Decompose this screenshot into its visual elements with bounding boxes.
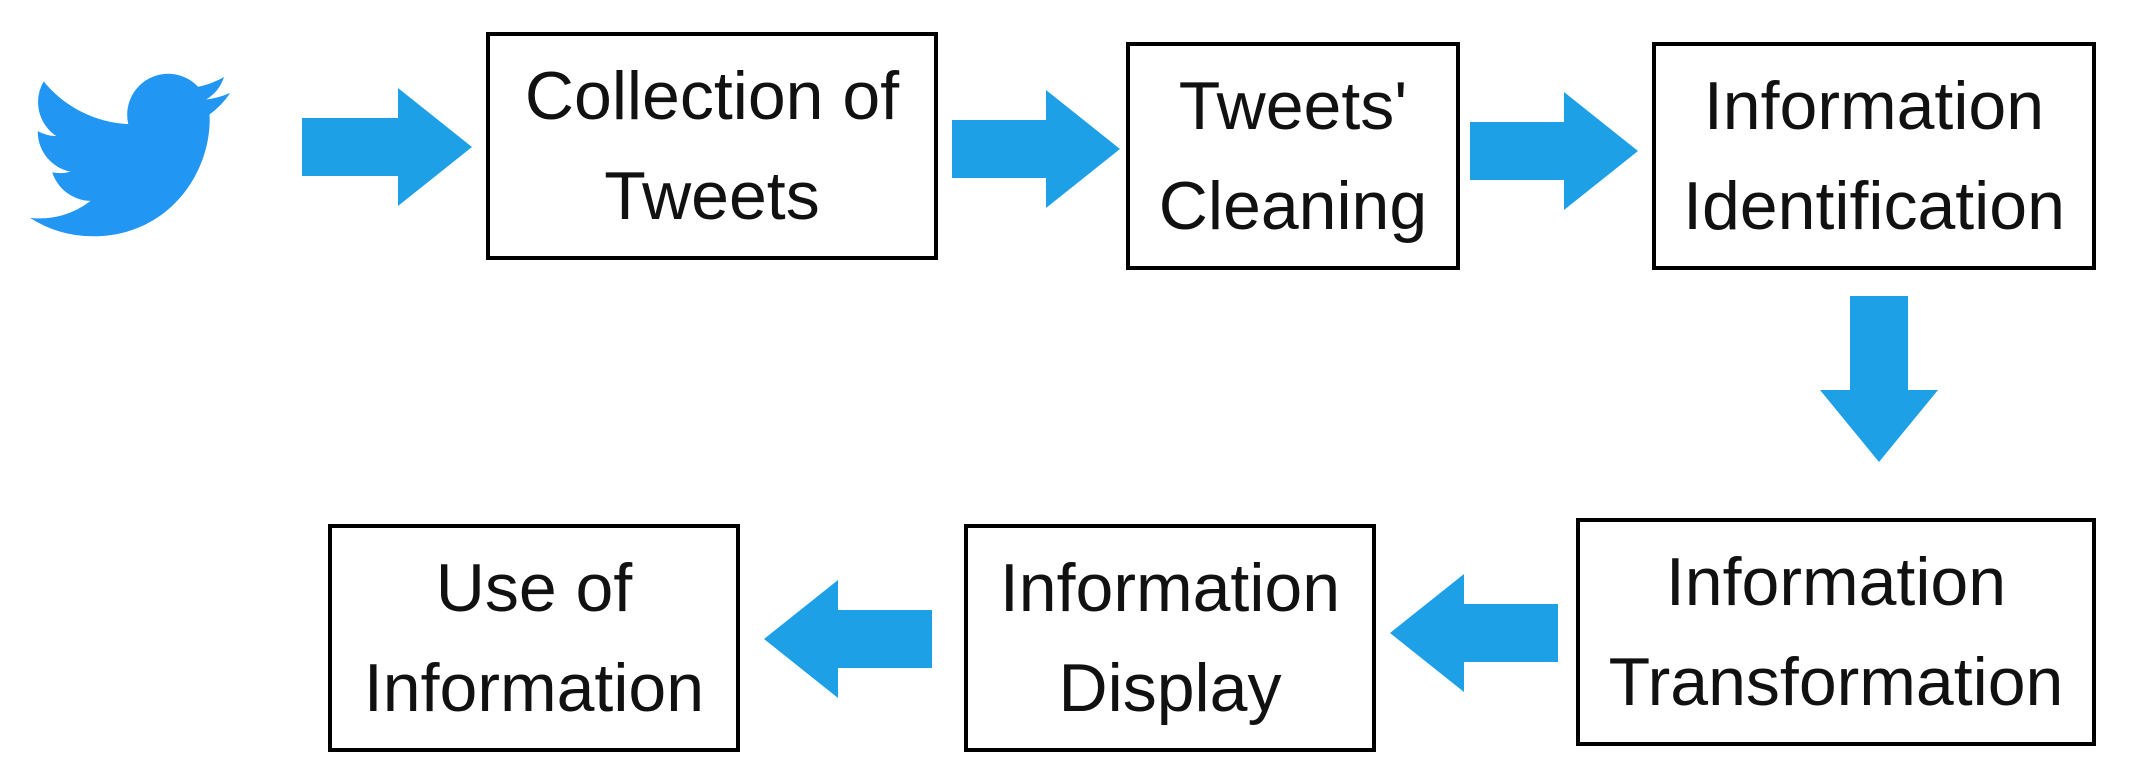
step-label-line2: Identification xyxy=(1683,168,2065,244)
step-information-identification: Information Identification xyxy=(1652,42,2096,270)
step-label-line1: Collection of xyxy=(524,58,900,134)
right-arrow-icon xyxy=(302,88,472,206)
step-label-line2: Information xyxy=(363,650,705,726)
step-label-line2: Display xyxy=(1058,650,1282,726)
step-label-line2: Cleaning xyxy=(1158,168,1428,244)
step-label-line1: Tweets' xyxy=(1178,68,1408,144)
step-label-line1: Use of xyxy=(435,550,633,626)
right-arrow-icon xyxy=(1470,92,1638,210)
step-use-of-information: Use of Information xyxy=(328,524,740,752)
twitter-bird-icon xyxy=(30,55,230,255)
step-label-line1: Information xyxy=(999,550,1341,626)
step-label-line1: Information xyxy=(1703,68,2045,144)
left-arrow-icon xyxy=(1390,574,1558,692)
step-information-transformation: Information Transformation xyxy=(1576,518,2096,746)
left-arrow-icon xyxy=(764,580,932,698)
step-information-display: Information Display xyxy=(964,524,1376,752)
step-label-line1: Information xyxy=(1665,544,2007,620)
step-collection-of-tweets: Collection of Tweets xyxy=(486,32,938,260)
step-label-line2: Tweets xyxy=(604,158,820,234)
step-tweets-cleaning: Tweets' Cleaning xyxy=(1126,42,1460,270)
down-arrow-icon xyxy=(1820,296,1938,462)
step-label-line2: Transformation xyxy=(1608,644,2064,720)
right-arrow-icon xyxy=(952,90,1120,208)
